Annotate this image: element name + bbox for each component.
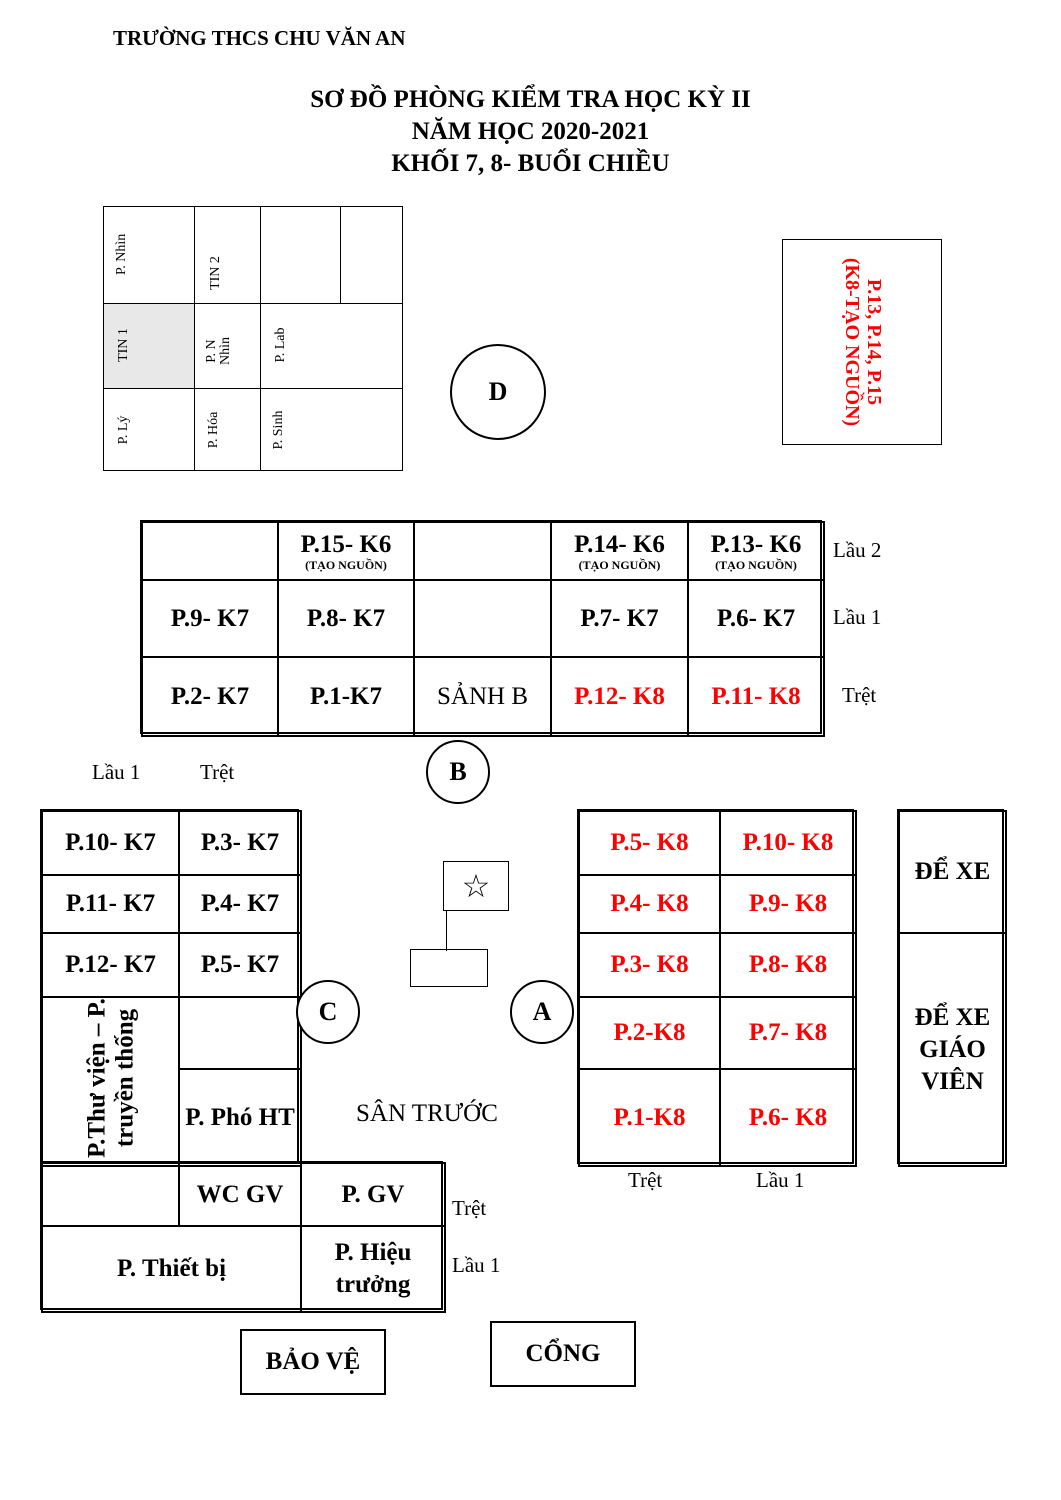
yard-label: SÂN TRƯỚC [356,1100,498,1127]
c-col-lau1: Lầu 1 [92,760,141,784]
c-bottom-empty [41,1162,180,1227]
school-gate: CỔNG [490,1321,636,1387]
a-room-p6-k8: P.6- K8 [719,1068,857,1167]
title-line-1: SƠ ĐỒ PHÒNG KIỂM TRA HỌC KỲ II [310,86,751,113]
teacher-parking: ĐỂ XE GIÁO VIÊN [898,932,1007,1167]
a-room-p4-k8: P.4- K8 [578,874,721,934]
building-b: P.15- K6(TẠO NGUỒN) P.14- K6(TẠO NGUỒN) … [140,520,825,737]
b-lau2-cell-2: P.15- K6(TẠO NGUỒN) [277,521,415,581]
b-tret-cell-2: P.1-K7 [277,656,415,737]
a-room-p10-k8: P.10- K8 [719,810,857,876]
k8-tao-nguon-rooms: P.13, P.14, P.15 [863,278,885,406]
c-room-p5-k7: P.5- K7 [178,932,302,998]
b-lau2-cell-5: P.13- K6(TẠO NGUỒN) [687,521,825,581]
k8-tao-nguon-label: (K8-TẠO NGUỒN) [841,257,863,427]
room-p-hoa: P. Hóa [206,411,221,449]
b-lau1-cell-2: P.8- K7 [277,579,415,658]
b-lau2-cell-1 [141,521,279,581]
c-room-p11-k7: P.11- K7 [41,874,180,934]
b-lau1-cell-1: P.9- K7 [141,579,279,658]
building-a-marker: A [510,980,574,1044]
room-p-n-nhin: P. N Nhìn [204,337,233,365]
flag-star-icon: ☆ [443,861,509,911]
c-empty-cell [178,996,302,1070]
c-room-p4-k7: P.4- K7 [178,874,302,934]
c-room-p12-k7: P.12- K7 [41,932,180,998]
room-p-lab: P. Lab [273,327,288,363]
c-room-p10-k7: P.10- K7 [41,810,180,876]
room-tin-1: TIN 1 [116,328,131,362]
a-room-p7-k8: P.7- K8 [719,996,857,1070]
c-floor-lau1: Lầu 1 [452,1253,501,1277]
b-floor-tret: Trệt [842,683,877,707]
b-floor-lau1: Lầu 1 [833,605,882,629]
b-lau1-cell-3 [413,579,552,658]
a-room-p8-k8: P.8- K8 [719,932,857,998]
c-thiet-bi: P. Thiết bị [41,1225,302,1313]
building-c-bottom: WC GV P. GV P. Thiết bị P. Hiệu trưởng [40,1161,446,1313]
a-col-lau1: Lầu 1 [756,1168,805,1192]
shaded-cell [104,304,194,388]
a-room-p1-k8: P.1-K8 [578,1068,721,1167]
b-lau2-cell-3 [413,521,552,581]
title-line-2: NĂM HỌC 2020-2021 [411,118,650,145]
a-col-tret: Trệt [628,1168,663,1192]
b-lau2-cell-4: P.14- K6(TẠO NGUỒN) [550,521,689,581]
b-tret-cell-4: P.12- K8 [550,656,689,737]
a-room-p3-k8: P.3- K8 [578,932,721,998]
title-line-3: KHỐI 7, 8- BUỔI CHIỀU [391,150,670,177]
flag-base [410,949,488,987]
school-name: TRƯỜNG THCS CHU VĂN AN [113,26,406,50]
building-d-marker: D [450,344,546,440]
room-p-ly: P. Lý [116,415,131,445]
a-room-p5-k8: P.5- K8 [578,810,721,876]
b-sanh: SẢNH B [413,656,552,737]
parking-area: ĐỂ XE ĐỂ XE GIÁO VIÊN [897,809,1007,1167]
c-library: P.Thư viện – P. truyền thống [41,996,180,1167]
c-p-gv: P. GV [300,1162,446,1227]
c-floor-tret: Trệt [452,1196,487,1220]
room-p-nhin: P. Nhìn [114,233,129,275]
room-p-sinh: P. Sinh [271,410,286,450]
building-d: P. Nhìn TIN 2 TIN 1 P. N Nhìn P. Lab P. … [103,206,403,471]
c-wc-gv: WC GV [178,1162,302,1227]
building-c-marker: C [296,980,360,1044]
b-lau1-cell-4: P.7- K7 [550,579,689,658]
guard-house: BẢO VỆ [240,1329,386,1395]
a-room-p2-k8: P.2-K8 [578,996,721,1070]
flag-pole [446,911,447,951]
building-a: P.5- K8 P.10- K8 P.4- K8 P.9- K8 P.3- K8… [577,809,857,1167]
building-c: P.10- K7 P.3- K7 P.11- K7 P.4- K7 P.12- … [40,809,302,1167]
building-b-marker: B [426,740,490,804]
a-room-p9-k8: P.9- K8 [719,874,857,934]
b-floor-lau2: Lầu 2 [833,538,882,562]
b-lau1-cell-5: P.6- K7 [687,579,825,658]
c-room-p3-k7: P.3- K7 [178,810,302,876]
c-col-tret: Trệt [200,760,235,784]
b-tret-cell-5: P.11- K8 [687,656,825,737]
b-tret-cell-1: P.2- K7 [141,656,279,737]
student-parking: ĐỂ XE [898,810,1007,934]
c-pho-ht: P. Phó HT [178,1068,302,1167]
room-tin-2: TIN 2 [208,256,223,290]
k8-tao-nguon-box: P.13, P.14, P.15 (K8-TẠO NGUỒN) [782,239,942,445]
c-hieu-truong: P. Hiệu trưởng [300,1225,446,1313]
